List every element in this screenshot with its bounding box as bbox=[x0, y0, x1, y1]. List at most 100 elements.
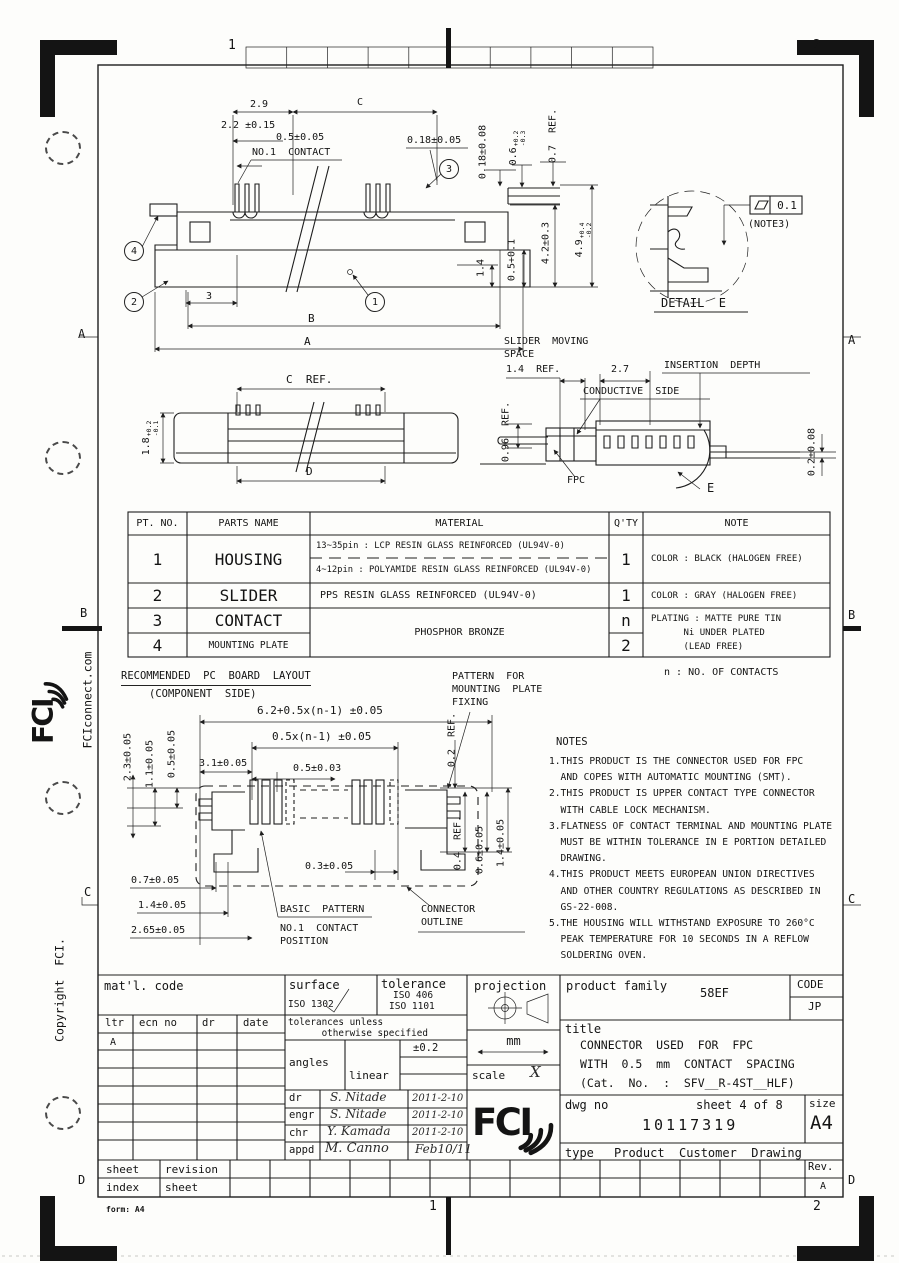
zone-number-bottom-1: 1 bbox=[429, 1199, 437, 1214]
sign-name-appd: M. Canno bbox=[325, 1141, 389, 1156]
balloon-3: 3 bbox=[439, 159, 459, 179]
scale-label: scale bbox=[472, 1069, 506, 1082]
title-label: title bbox=[565, 1022, 602, 1036]
dim-0-4-ref: 0.4 REF. bbox=[452, 815, 464, 871]
sign-name-engr: S. Nitade bbox=[330, 1107, 387, 1121]
table-material-merged: PHOSPHOR BRONZE bbox=[414, 627, 505, 638]
dim-0-5: 0.5±0.05 bbox=[276, 132, 325, 143]
balloon-2: 2 bbox=[124, 292, 144, 312]
dim-0-18b: 0.18±0.08 bbox=[477, 124, 489, 180]
code-label: CODE bbox=[797, 978, 824, 991]
sign-date-engr: 2011-2-10 bbox=[412, 1110, 464, 1121]
table-row-note: COLOR : BLACK (HALOGEN FREE) bbox=[651, 554, 803, 564]
dim-6-2-formula: 6.2+0.5x(n-1) ±0.05 bbox=[257, 704, 383, 717]
dim-b: B bbox=[308, 312, 315, 325]
angles-label: angles bbox=[289, 1056, 329, 1069]
conductive-side-label: CONDUCTIVE SIDE bbox=[583, 386, 680, 397]
dim-0-2-ref: 0.2 REF. bbox=[446, 712, 458, 768]
balloon-1: 1 bbox=[365, 292, 385, 312]
zone-letter-a-right: A bbox=[848, 333, 856, 347]
dim-a: A bbox=[304, 335, 311, 348]
zone-letter-d-right: D bbox=[848, 1173, 856, 1187]
pcb-layout-title: RECOMMENDED PC BOARD LAYOUT bbox=[121, 670, 311, 686]
table-row-material-a: 13~35pin : LCP RESIN GLASS REINFORCED (U… bbox=[316, 541, 565, 551]
dim-0-18a: 0.18±0.05 bbox=[407, 135, 462, 146]
insertion-depth-label: INSERTION DEPTH bbox=[664, 360, 761, 371]
dim-4-9: 4.9+0.4-0.2 bbox=[574, 222, 593, 258]
zone-number-top-2: 2 bbox=[813, 38, 821, 53]
dim-0-3: 0.3±0.05 bbox=[305, 861, 354, 872]
table-row-pt: 3 bbox=[152, 611, 163, 630]
table-note-merged: PLATING : MATTE PURE TIN Ni UNDER PLATED… bbox=[651, 614, 782, 652]
type-label: type bbox=[565, 1146, 594, 1160]
table-row-name: MOUNTING PLATE bbox=[208, 639, 289, 651]
fci-logo-margin bbox=[25, 682, 69, 744]
sign-name-dr: S. Nitade bbox=[330, 1090, 387, 1104]
rev-row-ltr: A bbox=[110, 1037, 117, 1048]
dim-2-9: 2.9 bbox=[250, 99, 269, 110]
tolerance-standard-2: ISO 1101 bbox=[389, 1001, 435, 1012]
dwg-no-value: 10117319 bbox=[642, 1116, 739, 1134]
zone-letter-b-right: B bbox=[848, 608, 856, 622]
surface-label: surface bbox=[289, 978, 340, 992]
linear-label: linear bbox=[349, 1069, 389, 1082]
dim-c-ref: C REF. bbox=[286, 373, 333, 386]
scale-value: X bbox=[530, 1063, 541, 1081]
size-label: size bbox=[809, 1097, 836, 1110]
sign-date-dr: 2011-2-10 bbox=[412, 1093, 464, 1104]
dim-1-8: 1.8+0.2-0.1 bbox=[141, 420, 160, 456]
zone-letter-c-left: C bbox=[84, 885, 92, 899]
dim-0-6: 0.6+0.2-0.3 bbox=[508, 130, 527, 166]
table-row-material-b: 4~12pin : POLYAMIDE RESIN GLASS REINFORC… bbox=[316, 565, 592, 575]
rev-header-ecn-no: ecn no bbox=[139, 1017, 177, 1029]
dim-0-5c: 0.5±0.05 bbox=[166, 729, 178, 779]
rev-header-ltr: ltr bbox=[105, 1017, 124, 1029]
zone-letter-c-right: C bbox=[848, 892, 856, 906]
zone-number-top-1: 1 bbox=[228, 38, 236, 53]
dim-1-4-ref: 1.4 REF. bbox=[506, 364, 561, 375]
table-row-pt: 4 bbox=[152, 635, 163, 655]
table-row-pt: 2 bbox=[152, 586, 163, 605]
website-label: FCIconnect.com bbox=[80, 651, 95, 749]
dim-0-96-ref: 0.96 REF. bbox=[500, 401, 512, 463]
corner-mark-bottom-left bbox=[40, 1196, 117, 1261]
dim-1-1: 1.1±0.05 bbox=[144, 739, 156, 789]
sign-role-dr: dr bbox=[289, 1092, 302, 1104]
detail-note-ref: (NOTE3) bbox=[748, 219, 791, 230]
dim-1-4c: 1.4±0.05 bbox=[138, 900, 187, 911]
contacts-footnote: n : NO. OF CONTACTS bbox=[664, 667, 779, 678]
dim-0-2: 0.2±0.08 bbox=[806, 427, 818, 477]
surface-finish-icon bbox=[325, 988, 350, 1013]
table-row-qty: n bbox=[621, 611, 631, 630]
sign-role-appd: appd bbox=[289, 1144, 315, 1156]
dim-1-4b: 1.4±0.05 bbox=[495, 818, 507, 868]
col-header-note: NOTE bbox=[724, 518, 749, 529]
tolerances-unless-label: tolerances unless otherwise specified bbox=[288, 1017, 428, 1039]
sheet-index-label: sheet index bbox=[106, 1163, 140, 1194]
table-row-qty: 1 bbox=[621, 549, 631, 569]
sign-name-chr: Y. Kamada bbox=[327, 1124, 391, 1138]
table-row-note: COLOR : GRAY (HALOGEN FREE) bbox=[651, 590, 798, 601]
matl-code-label: mat'l. code bbox=[104, 979, 184, 993]
table-row-pt: 1 bbox=[152, 549, 163, 569]
table-row-material: PPS RESIN GLASS REINFORCED (UL94V-0) bbox=[320, 590, 537, 601]
dim-0-7b: 0.7±0.05 bbox=[131, 875, 180, 886]
dim-2-2: 2.2 ±0.15 bbox=[221, 120, 276, 131]
sheet-info: sheet 4 of 8 bbox=[696, 1098, 783, 1112]
margin-circle-2 bbox=[45, 441, 81, 475]
rev-label: Rev. bbox=[808, 1161, 834, 1173]
unit-label: mm bbox=[506, 1034, 521, 1048]
pcb-layout-subtitle: (COMPONENT SIDE) bbox=[149, 688, 257, 700]
code-value: JP bbox=[808, 1000, 822, 1013]
dim-2-65: 2.65±0.05 bbox=[131, 925, 186, 936]
col-header-pt-no: PT. NO. bbox=[136, 518, 179, 529]
no1-contact-label: NO.1 CONTACT bbox=[252, 147, 331, 158]
rev-value: A bbox=[820, 1181, 827, 1192]
slider-moving-space-label: SLIDER MOVING SPACE bbox=[504, 336, 589, 360]
dim-3-1: 3.1±0.05 bbox=[199, 758, 248, 769]
table-row-name: HOUSING bbox=[214, 549, 283, 569]
drawing-title: CONNECTOR USED FOR FPC WITH 0.5 mm CONTA… bbox=[580, 1038, 795, 1090]
form-note: form: A4 bbox=[106, 1205, 145, 1214]
